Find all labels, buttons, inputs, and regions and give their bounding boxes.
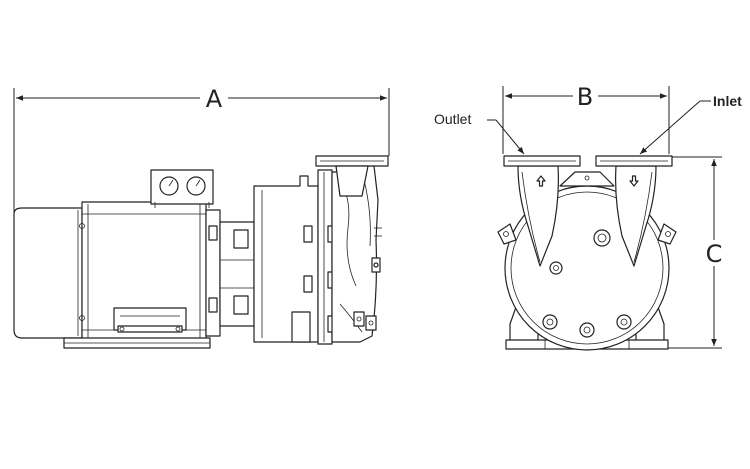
outlet-up-arrow-icon: [536, 175, 546, 187]
dimension-c: C: [668, 156, 723, 349]
dimension-a: A: [13, 85, 390, 218]
inlet-port: [595, 155, 673, 267]
dimension-b: B: [502, 83, 670, 154]
pressure-gauge-right-icon: [186, 176, 206, 196]
dimension-c-label: C: [706, 240, 723, 268]
coupling: [205, 209, 255, 337]
motor: [13, 169, 214, 349]
dimension-b-label: B: [577, 83, 593, 111]
port-bridge: [559, 171, 615, 187]
pressure-gauge-left-icon: [159, 176, 179, 196]
outlet-port: [503, 155, 581, 267]
front-view: B C Outlet Inlet: [434, 83, 742, 351]
outlet-label: Outlet: [434, 111, 471, 127]
side-view: A: [13, 85, 390, 349]
pump-body: [253, 155, 389, 345]
inlet-callout: Inlet: [639, 93, 742, 155]
inlet-down-arrow-icon: [629, 175, 639, 187]
dimension-a-label: A: [206, 85, 223, 113]
outlet-callout: Outlet: [434, 111, 525, 155]
inlet-label: Inlet: [713, 93, 742, 109]
